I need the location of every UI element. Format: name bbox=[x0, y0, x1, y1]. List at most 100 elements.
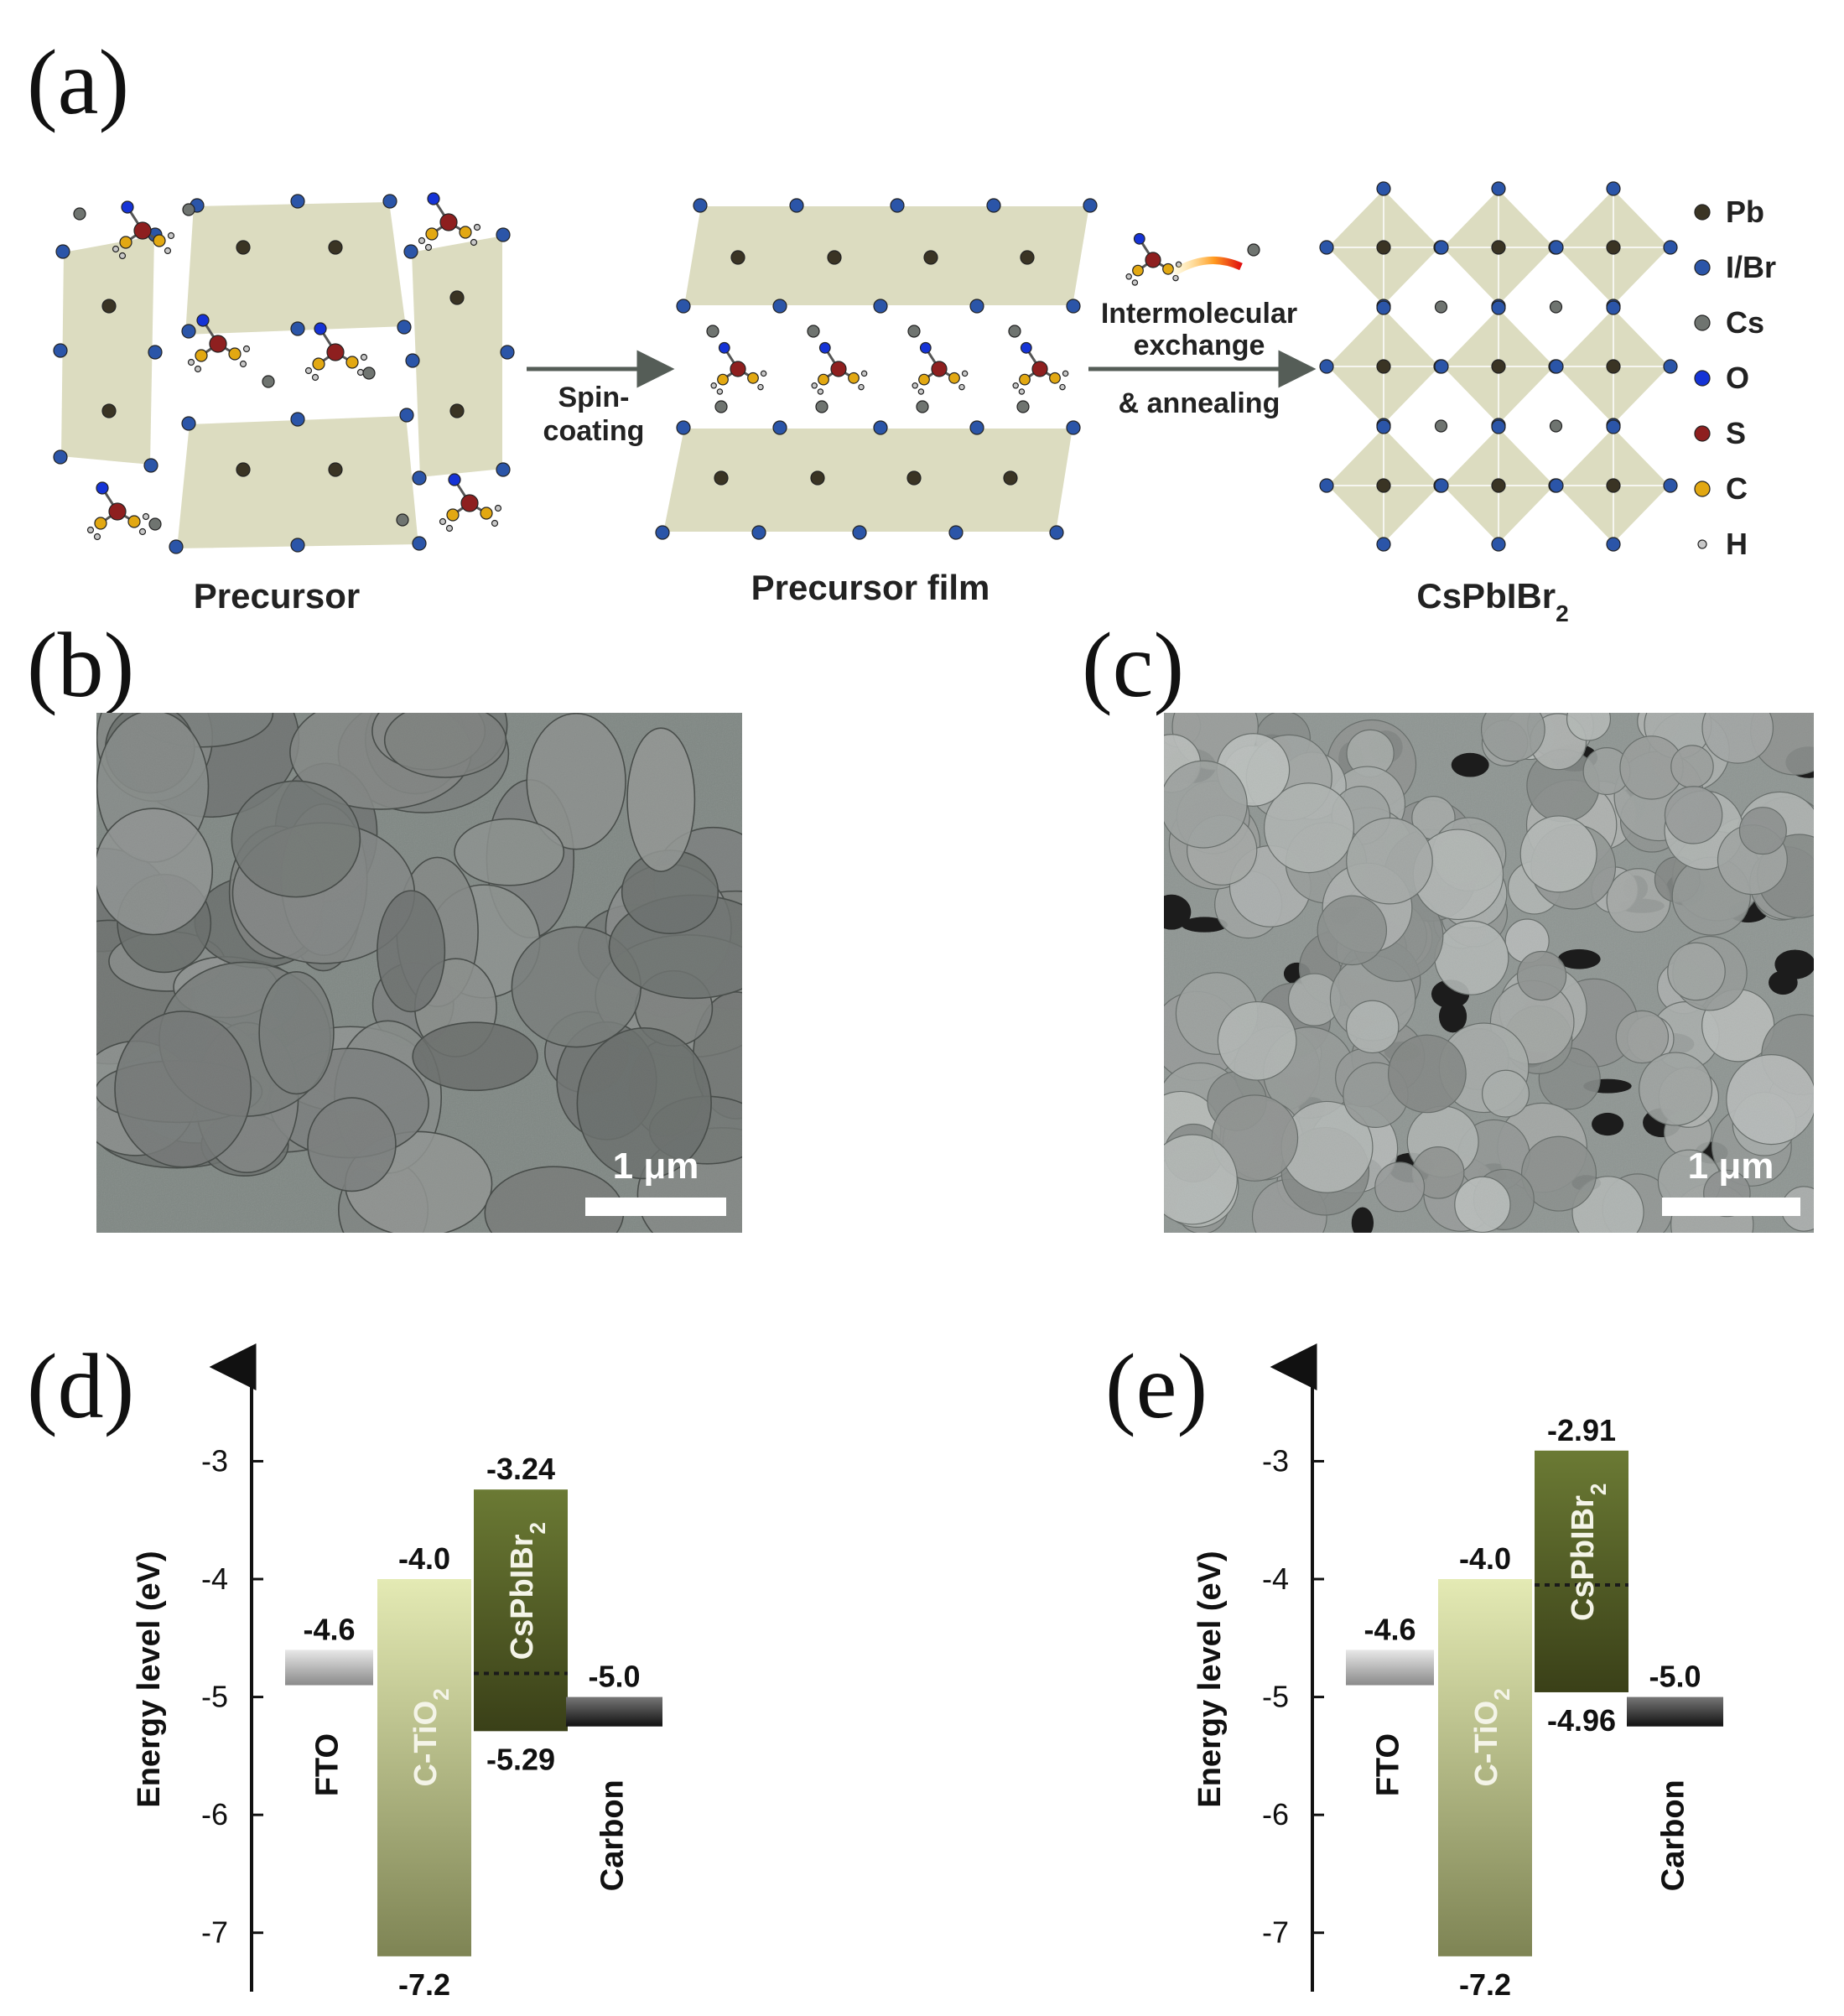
hydrogen-atom bbox=[239, 360, 247, 368]
lead-atom bbox=[1376, 478, 1391, 493]
sulfur-atom bbox=[931, 361, 948, 377]
hydrogen-atom bbox=[710, 382, 717, 389]
carbon-atom bbox=[119, 236, 132, 249]
carbon-atom bbox=[948, 372, 960, 384]
lead-atom bbox=[923, 250, 938, 265]
cesium-atom bbox=[916, 400, 929, 413]
hydrogen-atom bbox=[858, 383, 865, 391]
bar-name-label: FTO bbox=[1371, 1733, 1406, 1796]
iodide-bromide-atom bbox=[500, 345, 515, 360]
sulfur-atom bbox=[730, 361, 746, 377]
hydrogen-atom bbox=[917, 388, 925, 395]
energy-bar-c-tio bbox=[377, 1579, 471, 1956]
lead-atom bbox=[1020, 250, 1035, 265]
carbon-atom bbox=[94, 517, 107, 530]
iodide-bromide-atom bbox=[1549, 240, 1564, 255]
hydrogen-atom bbox=[760, 370, 767, 377]
hydrogen-atom bbox=[473, 223, 481, 231]
sulfur-atom bbox=[830, 361, 847, 377]
hydrogen-atom bbox=[757, 383, 764, 391]
iodide-bromide-atom bbox=[148, 345, 163, 360]
dmso-molecule bbox=[710, 341, 767, 395]
iodide-bromide-atom bbox=[1376, 419, 1391, 434]
iodide-bromide-atom bbox=[181, 416, 196, 431]
y-tick-label: -5 bbox=[1262, 1680, 1289, 1714]
energy-bar-carbon bbox=[566, 1696, 662, 1727]
iodide-bromide-atom bbox=[169, 539, 184, 554]
cesium-atom bbox=[706, 325, 719, 338]
iodide-bromide-atom bbox=[969, 420, 984, 435]
iodide-bromide-atom bbox=[290, 321, 305, 336]
sulfur-atom bbox=[326, 343, 345, 361]
sulfur-atom bbox=[1031, 361, 1048, 377]
caption-precursor-film: Precursor film bbox=[751, 568, 990, 607]
synthesis-schematic bbox=[53, 181, 1678, 554]
exchange-label-1: Intermolecular bbox=[1101, 298, 1297, 330]
oxygen-atom bbox=[427, 192, 440, 205]
carbon-atom bbox=[153, 234, 166, 247]
lead-atom bbox=[101, 403, 117, 418]
precursor-structure bbox=[53, 192, 515, 554]
y-tick-label: -3 bbox=[201, 1443, 228, 1478]
cesium-atom bbox=[815, 400, 829, 413]
bottom-energy-label: -7.2 bbox=[398, 1967, 450, 2002]
bar-name-label: CsPbIBr2 bbox=[505, 1522, 550, 1660]
carbon-atom bbox=[127, 515, 141, 528]
sulfur-atom bbox=[133, 221, 152, 240]
bottom-energy-label: -5.29 bbox=[486, 1742, 555, 1776]
carbon-atom bbox=[848, 372, 860, 384]
iodide-bromide-atom bbox=[1663, 240, 1678, 255]
cesium-atom bbox=[1434, 300, 1448, 314]
legend-swatch-c bbox=[1694, 481, 1711, 497]
hydrogen-atom bbox=[912, 382, 918, 389]
bar-name-label: FTO bbox=[310, 1733, 345, 1796]
iodide-bromide-atom bbox=[412, 470, 427, 486]
hydrogen-atom bbox=[1172, 274, 1179, 282]
lead-atom bbox=[449, 290, 465, 305]
spin-coating-label-1: Spin- bbox=[558, 382, 630, 413]
bar-name-label: C-TiO2 bbox=[408, 1688, 454, 1786]
y-tick-label: -6 bbox=[1262, 1797, 1289, 1832]
carbon-atom bbox=[1132, 264, 1144, 277]
iodide-bromide-atom bbox=[405, 353, 420, 368]
octahedron-slab bbox=[174, 413, 421, 551]
y-tick-label: -7 bbox=[1262, 1915, 1289, 1950]
y-tick-label: -5 bbox=[201, 1680, 228, 1714]
iodide-bromide-atom bbox=[1049, 525, 1064, 540]
lead-atom bbox=[101, 299, 117, 314]
iodide-bromide-atom bbox=[1491, 181, 1506, 196]
hydrogen-atom bbox=[817, 388, 824, 395]
lead-atom bbox=[1376, 240, 1391, 255]
sulfur-atom bbox=[108, 502, 127, 521]
carbon-atom bbox=[747, 372, 759, 384]
hydrogen-atom bbox=[1131, 279, 1139, 286]
y-tick-label: -6 bbox=[201, 1797, 228, 1832]
iodide-bromide-atom bbox=[1434, 359, 1449, 374]
lead-atom bbox=[730, 250, 745, 265]
lead-atom bbox=[1606, 478, 1621, 493]
sem-image-b: 1 μm bbox=[96, 713, 742, 1233]
iodide-bromide-atom bbox=[852, 525, 867, 540]
hydrogen-atom bbox=[424, 243, 433, 252]
lead-atom bbox=[1491, 359, 1506, 374]
oxygen-atom bbox=[96, 481, 109, 495]
carbon-atom bbox=[818, 373, 829, 386]
y-tick-label: -7 bbox=[201, 1915, 228, 1950]
hydrogen-atom bbox=[1012, 382, 1019, 389]
hydrogen-atom bbox=[118, 252, 127, 260]
top-energy-label: -4.0 bbox=[1459, 1541, 1511, 1576]
iodide-bromide-atom bbox=[969, 299, 984, 314]
octahedron-slab bbox=[59, 233, 157, 467]
dmso-molecule bbox=[418, 192, 481, 252]
lead-atom bbox=[1376, 359, 1391, 374]
lead-atom bbox=[328, 462, 343, 477]
lead-atom bbox=[1491, 478, 1506, 493]
iodide-bromide-atom bbox=[1606, 300, 1621, 315]
panel-label-e: (e) bbox=[1105, 1335, 1208, 1437]
iodide-bromide-atom bbox=[53, 343, 68, 358]
oxygen-atom bbox=[448, 473, 461, 486]
y-tick-label: -3 bbox=[1262, 1443, 1289, 1478]
hydrogen-atom bbox=[164, 247, 172, 255]
iodide-bromide-atom bbox=[143, 458, 158, 473]
lead-atom bbox=[328, 240, 343, 255]
